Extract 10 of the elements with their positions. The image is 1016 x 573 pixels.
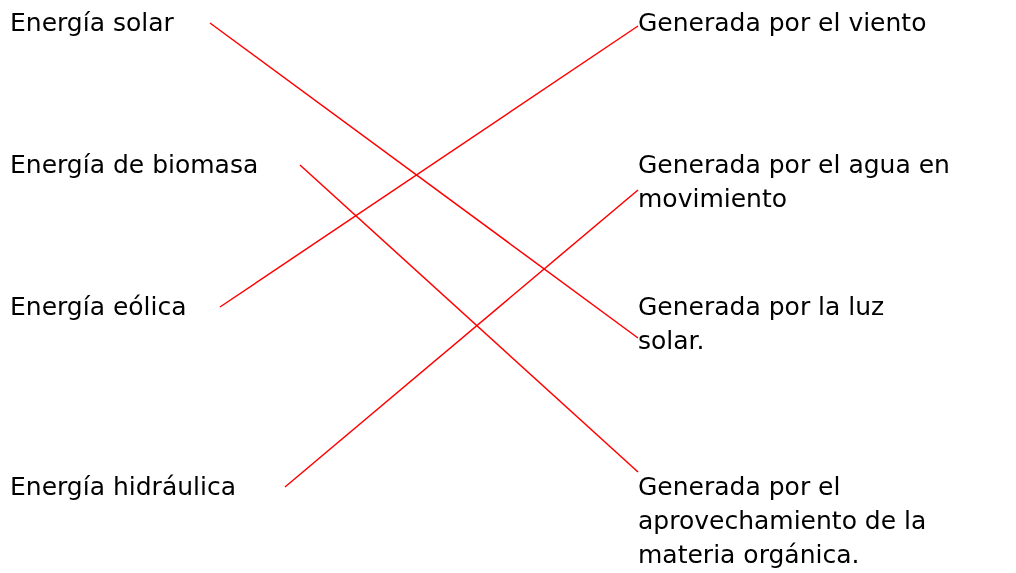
answer-text: Generada por el aprovechamiento de la materia orgánica. xyxy=(638,470,988,572)
answer-text: Energía de biomasa xyxy=(10,148,300,182)
answer-text: Energía eólica xyxy=(10,290,220,324)
answer-text: Energía solar xyxy=(10,6,210,40)
answer-text: Generada por la luz solar. xyxy=(638,290,938,358)
matching-line xyxy=(299,164,639,473)
matching-line xyxy=(284,189,639,488)
answer-text: Generada por el viento xyxy=(638,6,998,40)
answer-text: Energía hidráulica xyxy=(10,470,285,504)
answer-text: Generada por el agua en movimiento xyxy=(638,148,1010,216)
